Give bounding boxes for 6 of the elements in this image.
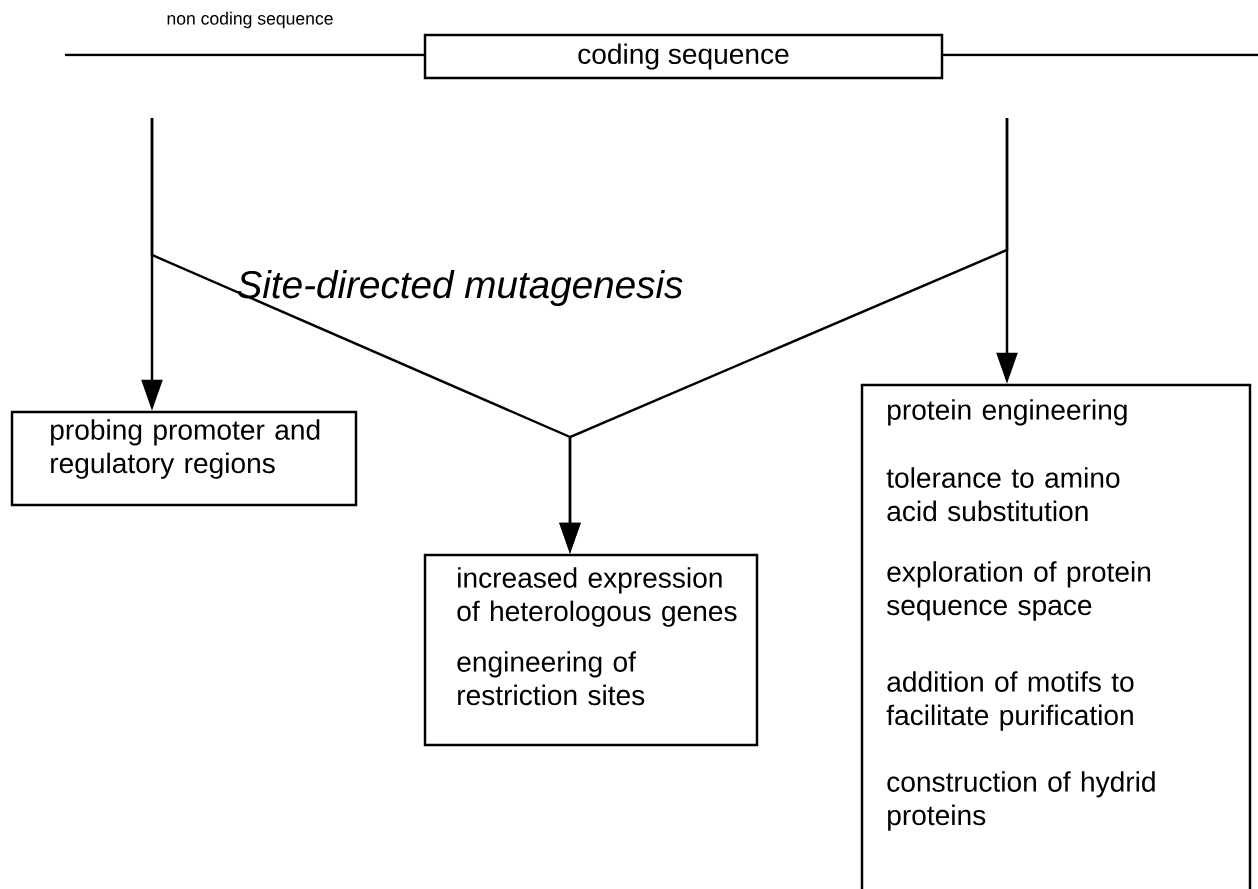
gene-box: coding sequence	[423, 33, 944, 80]
text-box: probing promoter and regulatory regions	[10, 410, 358, 507]
diagram-heading: Site-directed mutagenesis	[237, 269, 683, 306]
region-label: non coding sequence	[167, 11, 333, 29]
text-box: increased expression of heterologous genes engineering of restriction sites	[423, 553, 759, 747]
text-box: protein engineering tolerance to amino acid substitution exploration of protein sequence space addition of motifs to facilitate purification construction of hydrid proteins	[860, 383, 1252, 889]
